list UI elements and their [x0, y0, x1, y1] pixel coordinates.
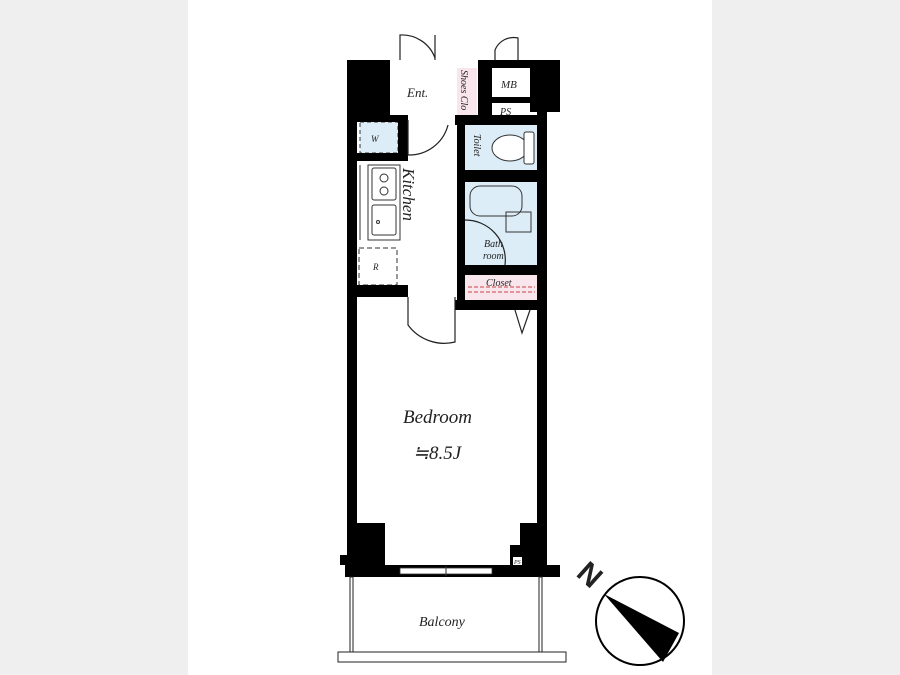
label-kitchen: Kitchen	[399, 167, 418, 221]
label-bedroom-size: ≒8.5J	[413, 443, 463, 464]
label-bedroom: Bedroom	[403, 407, 472, 428]
washer-area	[359, 121, 399, 154]
label-pipe-space-bottom: PS	[513, 560, 521, 566]
doors	[399, 34, 531, 344]
label-balcony: Balcony	[419, 615, 466, 630]
label-closet: Closet	[486, 278, 512, 289]
pipe-space-bottom-box	[513, 557, 522, 565]
toilet-fixture	[491, 131, 535, 165]
balcony-outline	[337, 576, 567, 663]
label-meter-box: MB	[500, 79, 517, 91]
refrigerator-area	[358, 247, 398, 286]
label-shoes-closet: Shoes Clo	[458, 70, 469, 110]
label-bath-2: room	[483, 251, 504, 262]
kitchen-counter	[359, 164, 401, 241]
label-bath-1: Bath	[484, 239, 503, 250]
bathroom-area	[465, 182, 537, 265]
floorplan-sheet	[188, 0, 712, 675]
compass-north-label: N	[570, 556, 608, 595]
label-refrigerator: R	[372, 262, 379, 272]
bathtub	[469, 185, 532, 233]
label-toilet: Toilet	[471, 134, 482, 157]
label-entrance: Ent.	[406, 85, 428, 100]
label-pipe-space-top: PS	[499, 107, 511, 118]
shoes-closet-area	[457, 68, 477, 118]
label-washer: W	[371, 134, 380, 144]
compass	[595, 576, 685, 666]
